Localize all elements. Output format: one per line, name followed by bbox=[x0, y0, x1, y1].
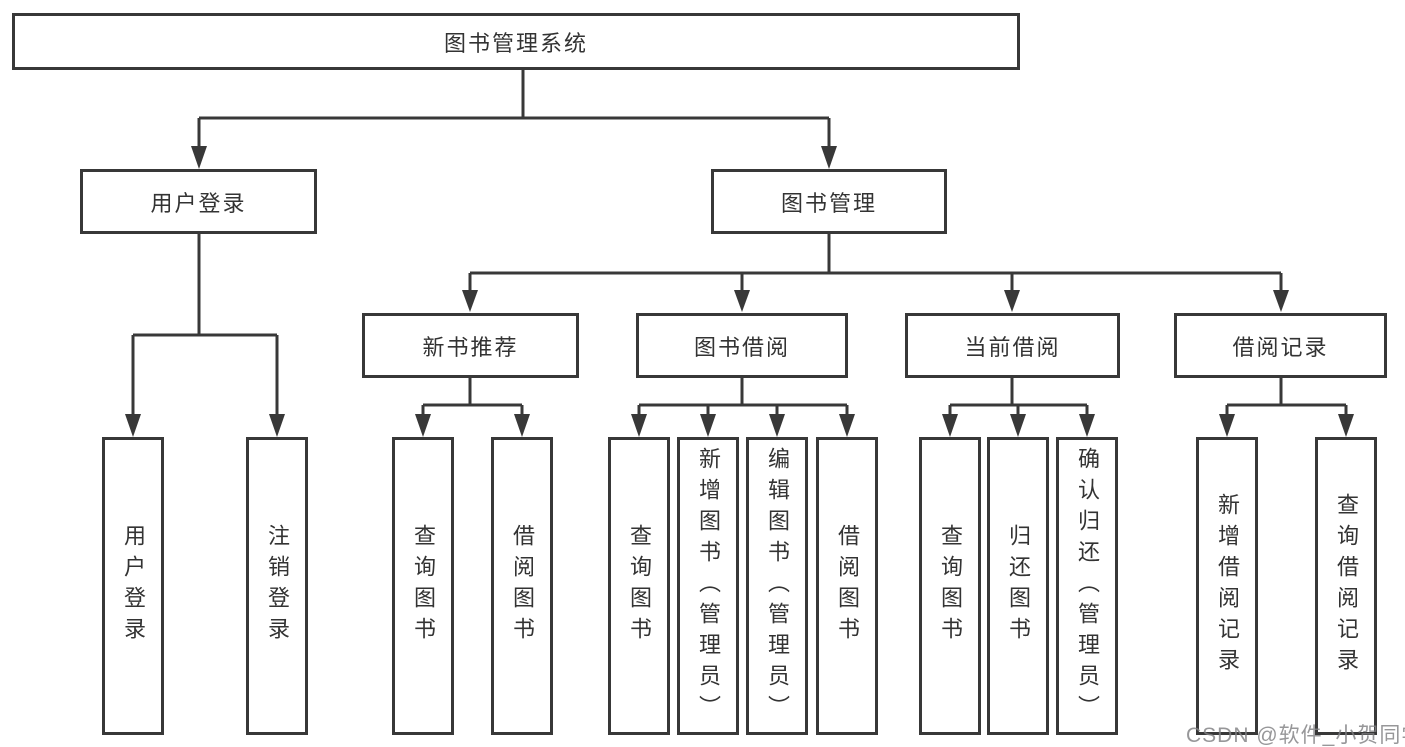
leaf-query-book-recommend: 查询图书 bbox=[392, 437, 454, 735]
leaf-label: 用户登录 bbox=[121, 524, 146, 648]
leaf-query-borrow-record: 查询借阅记录 bbox=[1315, 437, 1377, 735]
arrowheads-level3 bbox=[462, 290, 1289, 312]
arrowheads-level2 bbox=[191, 146, 837, 169]
arrowheads-new-book-leaves bbox=[415, 414, 530, 437]
leaf-borrow-book-recommend: 借阅图书 bbox=[491, 437, 553, 735]
leaf-label: 查询借阅记录 bbox=[1334, 493, 1359, 679]
leaf-return-book: 归还图书 bbox=[987, 437, 1049, 735]
connector-root-to-level2 bbox=[197, 70, 831, 150]
connector-new-book-to-leaves bbox=[421, 378, 524, 420]
node-book-management: 图书管理 bbox=[711, 169, 947, 234]
connector-book-borrow-to-leaves bbox=[637, 378, 849, 420]
leaf-user-login: 用户登录 bbox=[102, 437, 164, 735]
connector-borrow-records-to-leaves bbox=[1225, 378, 1348, 420]
leaf-label: 编辑图书（管理员） bbox=[765, 446, 790, 726]
connector-book-management-to-level3 bbox=[468, 233, 1283, 294]
arrowheads-borrow-records-leaves bbox=[1219, 414, 1354, 437]
leaf-add-book-admin: 新增图书（管理员） bbox=[677, 437, 739, 735]
leaf-label: 查询图书 bbox=[627, 524, 652, 648]
node-current-borrow: 当前借阅 bbox=[905, 313, 1120, 378]
node-label: 图书借阅 bbox=[693, 334, 790, 360]
node-new-book-recommend: 新书推荐 bbox=[362, 313, 579, 378]
leaf-label: 归还图书 bbox=[1006, 524, 1031, 648]
leaf-label: 新增图书（管理员） bbox=[696, 446, 721, 726]
csdn-watermark: CSDN @软件_小贺同学 bbox=[1186, 724, 1405, 747]
node-borrow-records: 借阅记录 bbox=[1174, 313, 1387, 378]
leaf-label: 查询图书 bbox=[411, 524, 436, 648]
leaf-label: 借阅图书 bbox=[835, 524, 860, 648]
node-user-login: 用户登录 bbox=[80, 169, 317, 234]
leaf-add-borrow-record: 新增借阅记录 bbox=[1196, 437, 1258, 735]
leaf-confirm-return-admin: 确认归还（管理员） bbox=[1056, 437, 1118, 735]
connector-user-login-to-leaves bbox=[131, 234, 279, 420]
node-label: 当前借阅 bbox=[964, 334, 1061, 360]
node-label: 借阅记录 bbox=[1232, 334, 1329, 360]
arrowheads-book-borrow-leaves bbox=[631, 414, 855, 437]
leaf-borrow-book: 借阅图书 bbox=[816, 437, 878, 735]
leaf-label: 新增借阅记录 bbox=[1215, 493, 1240, 679]
arrowheads-user-login-leaves bbox=[125, 414, 285, 437]
arrowheads-current-borrow-leaves bbox=[942, 414, 1095, 437]
leaf-edit-book-admin: 编辑图书（管理员） bbox=[746, 437, 808, 735]
leaf-label: 查询图书 bbox=[938, 524, 963, 648]
connector-current-borrow-to-leaves bbox=[948, 378, 1089, 420]
node-label: 用户登录 bbox=[150, 190, 247, 216]
node-label: 新书推荐 bbox=[422, 334, 519, 360]
leaf-query-book-current: 查询图书 bbox=[919, 437, 981, 735]
leaf-label: 借阅图书 bbox=[510, 524, 535, 648]
leaf-label: 确认归还（管理员） bbox=[1075, 446, 1100, 726]
node-book-borrow: 图书借阅 bbox=[636, 313, 848, 378]
node-library-management-system: 图书管理系统 bbox=[12, 13, 1020, 70]
node-label: 图书管理 bbox=[780, 190, 877, 216]
leaf-label: 注销登录 bbox=[265, 524, 290, 648]
leaf-query-book-borrow: 查询图书 bbox=[608, 437, 670, 735]
leaf-logout: 注销登录 bbox=[246, 437, 308, 735]
node-label: 图书管理系统 bbox=[443, 30, 588, 56]
